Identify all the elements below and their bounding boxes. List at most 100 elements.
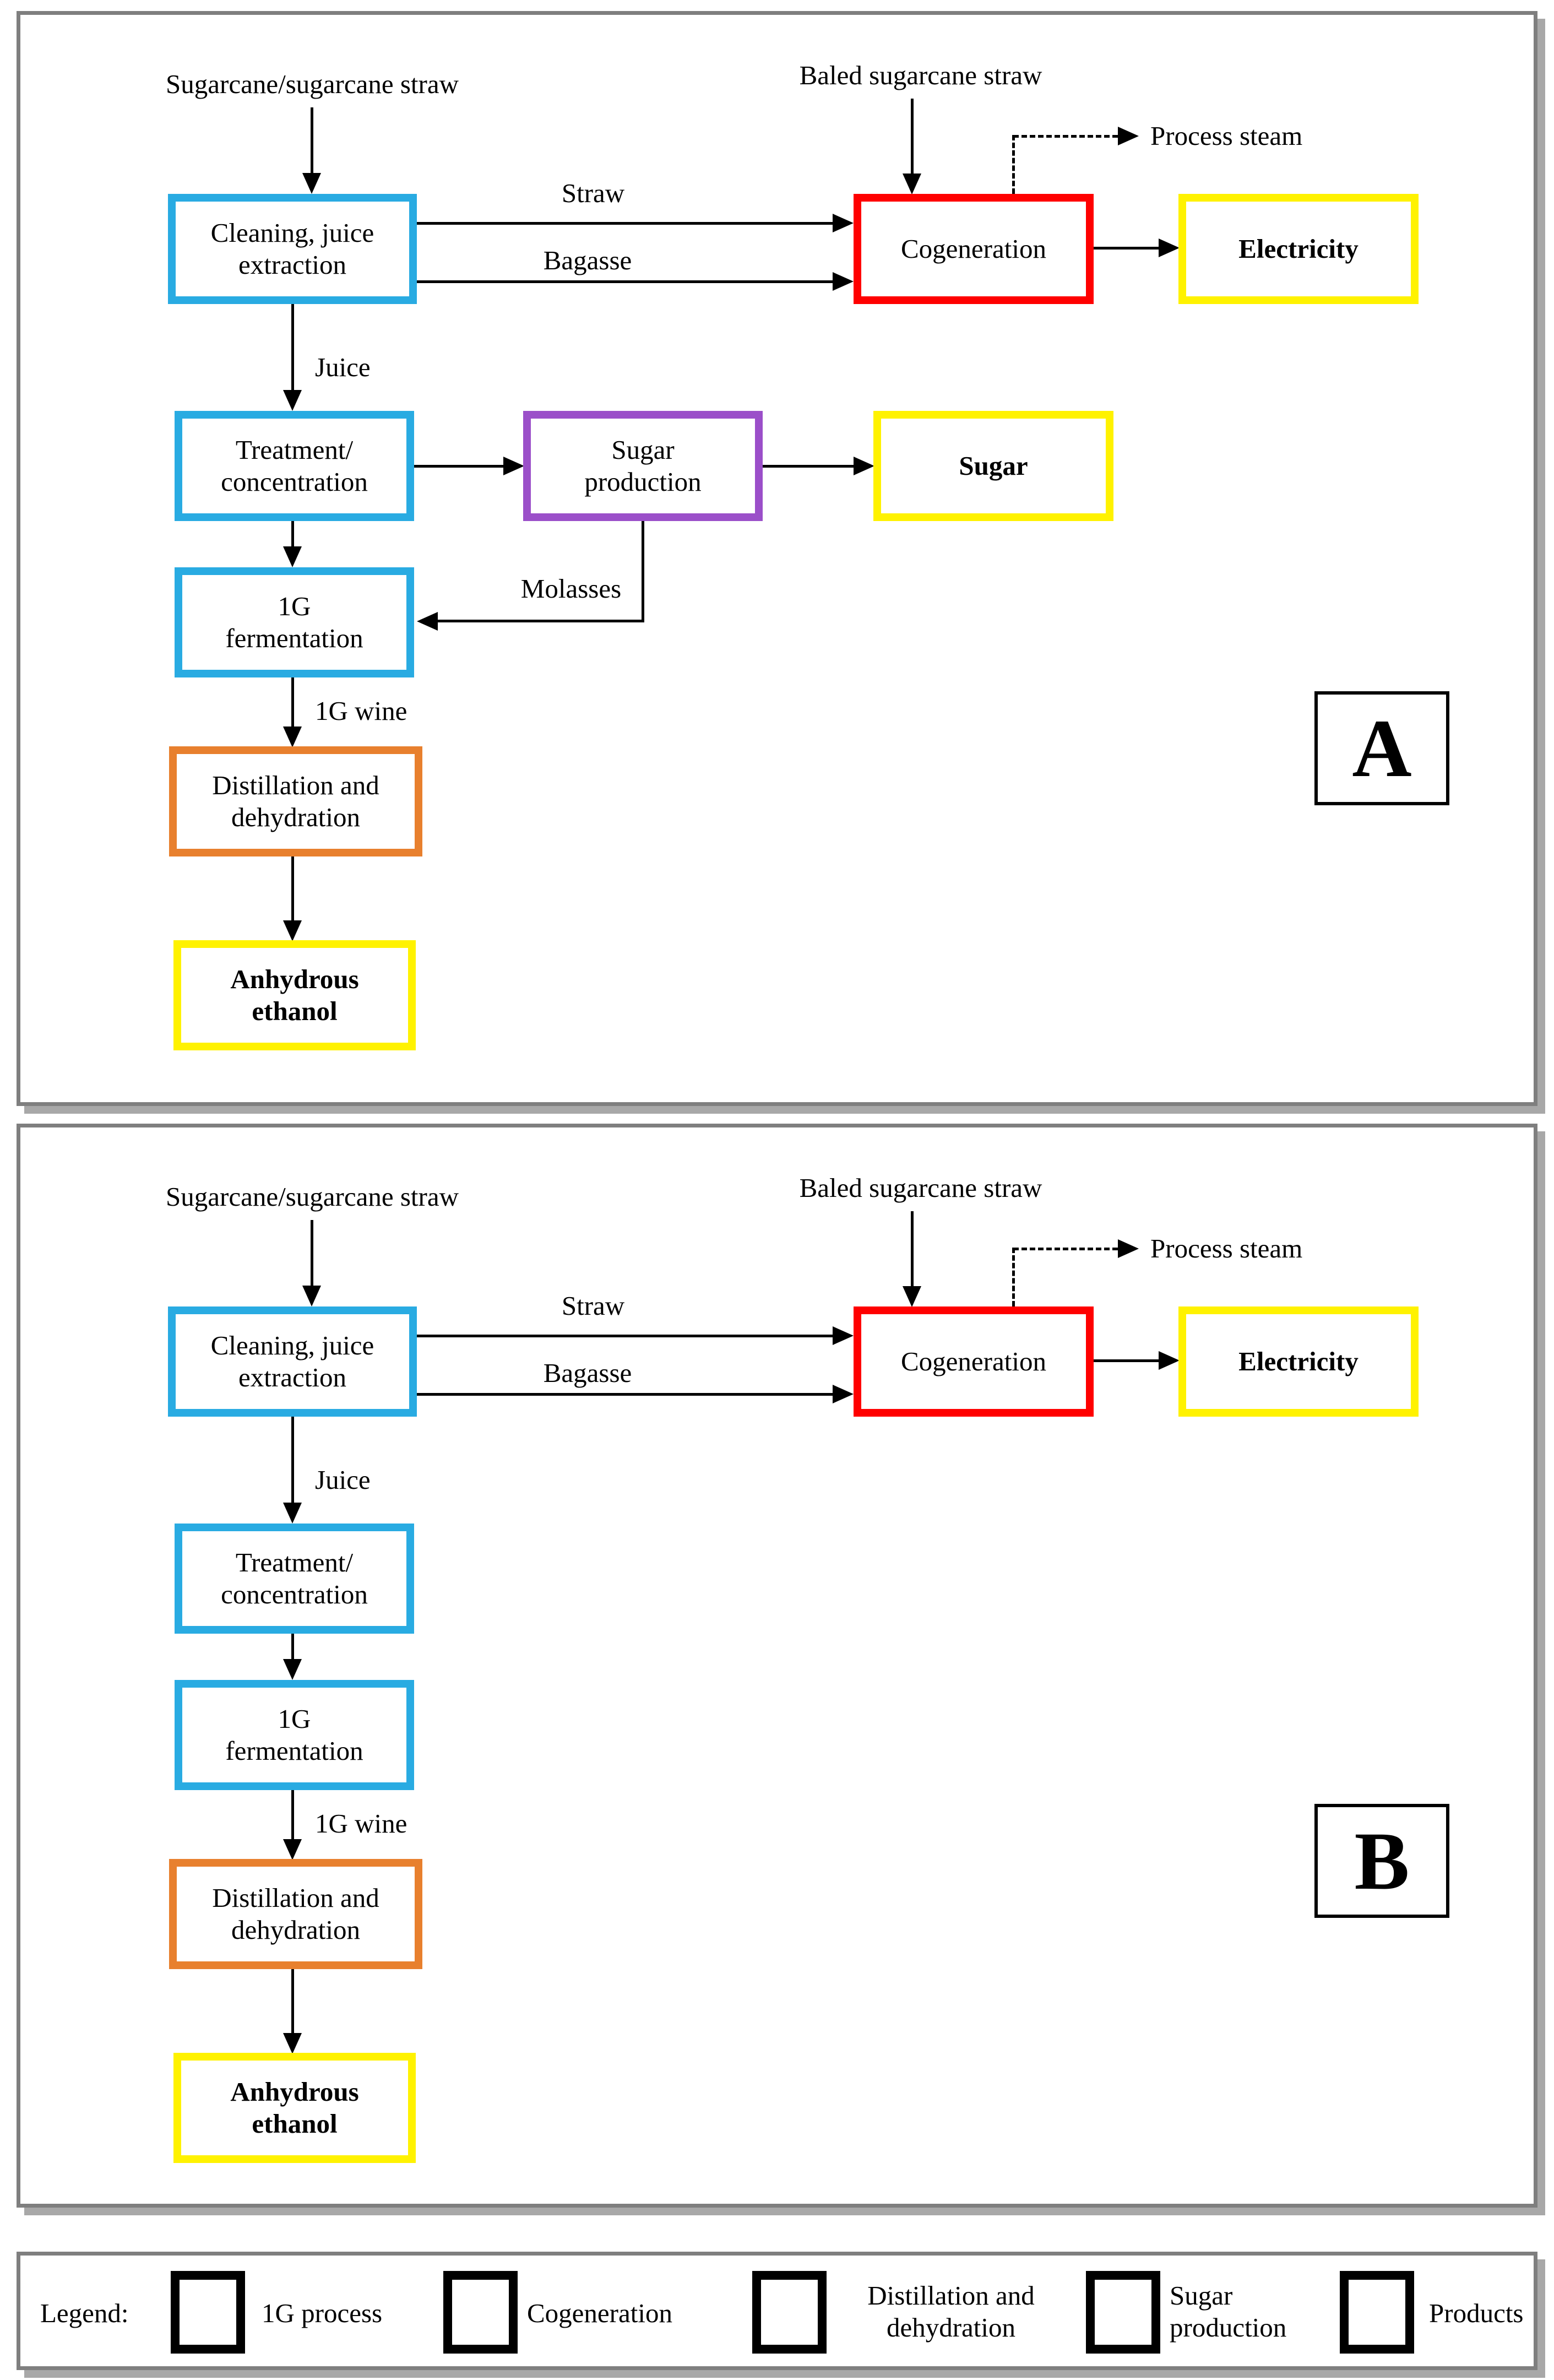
cleaning-line2: extraction [238, 250, 346, 280]
juice-arrowhead-icon [283, 390, 302, 411]
baled-arrowhead-icon [903, 174, 921, 194]
process-steam-dashed-vline [1012, 1248, 1015, 1306]
baled-arrowhead-icon [903, 1286, 921, 1307]
straw-flow-label: Straw [561, 1291, 625, 1321]
cane-arrowhead-icon [302, 1286, 321, 1306]
legend-swatch-distillation [752, 2271, 827, 2354]
wine-arrow-line [291, 1790, 294, 1839]
wine-arrow-line [291, 677, 294, 727]
treatment-line1: Treatment/ [235, 1547, 354, 1577]
cane-input-label: Sugarcane/sugarcane straw [166, 69, 459, 99]
straw-arrow-line [417, 222, 833, 225]
distillation-line2: dehydration [231, 1915, 361, 1945]
ethanol-arrow-line [291, 856, 294, 920]
distillation-line1: Distillation and [212, 1883, 379, 1913]
electricity-arrow-line [1094, 1359, 1159, 1362]
cleaning-line1: Cleaning, juice [210, 1330, 374, 1360]
legend-distillation-line1: Distillation and [867, 2280, 1035, 2311]
electricity-arrow-line [1094, 247, 1159, 250]
legend-label-products: Products [1429, 2298, 1524, 2328]
legend-panel: Legend: 1G process Cogeneration Distilla… [17, 2252, 1537, 2370]
legend-distillation-line2: dehydration [886, 2312, 1016, 2343]
treatment-line2: concentration [221, 1579, 368, 1609]
legend-swatch-cogeneration [443, 2271, 518, 2354]
distillation-dehydration-box: Distillation and dehydration [169, 746, 422, 856]
cogeneration-line1: Cogeneration [901, 234, 1046, 264]
baled-input-label: Baled sugarcane straw [799, 1173, 1042, 1203]
ethanol-line1: Anhydrous [230, 964, 359, 994]
treatment-line2: concentration [221, 467, 368, 497]
distillation-line1: Distillation and [212, 770, 379, 800]
process-steam-arrowhead-icon [1118, 127, 1139, 145]
sugar-box: Sugar [873, 411, 1113, 521]
sugar-production-line2: production [584, 467, 702, 497]
to-sugar-production-arrowhead-icon [503, 457, 524, 475]
fermentation-line1: 1G [278, 591, 311, 621]
ethanol-arrow-line [291, 1969, 294, 2033]
legend-label-cogeneration: Cogeneration [527, 2298, 672, 2328]
electricity-line1: Electricity [1238, 1346, 1359, 1376]
to-sugar-arrowhead-icon [854, 457, 874, 475]
baled-input-label: Baled sugarcane straw [799, 60, 1042, 90]
straw-arrowhead-icon [833, 1326, 854, 1345]
anhydrous-ethanol-box: Anhydrous ethanol [173, 940, 416, 1050]
baled-arrow-line [911, 99, 914, 174]
treatment-to-fermentation-arrowhead-icon [283, 546, 302, 567]
juice-flow-label: Juice [315, 1465, 371, 1495]
straw-arrow-line [417, 1335, 833, 1337]
fermentation-line2: fermentation [225, 1736, 363, 1766]
legend-sugar-line1: Sugar [1170, 2280, 1233, 2311]
fermentation-line2: fermentation [225, 623, 363, 653]
molasses-vline [642, 521, 644, 622]
legend-label-distillation: Distillation and dehydration [830, 2280, 1072, 2344]
cleaning-line2: extraction [238, 1362, 346, 1392]
process-steam-label: Process steam [1150, 1233, 1303, 1264]
treatment-to-fermentation-line [291, 521, 294, 546]
legend-label-sugar-production: Sugar production [1170, 2280, 1286, 2344]
molasses-hline [438, 620, 643, 622]
wine-arrowhead-icon [283, 727, 302, 747]
bagasse-arrowhead-icon [833, 1385, 854, 1403]
baled-arrow-line [911, 1211, 914, 1286]
bagasse-arrow-line [417, 1393, 833, 1396]
straw-arrowhead-icon [833, 214, 854, 232]
cogeneration-line1: Cogeneration [901, 1346, 1046, 1376]
juice-arrowhead-icon [283, 1503, 302, 1524]
bagasse-arrowhead-icon [833, 272, 854, 291]
electricity-line1: Electricity [1238, 234, 1359, 264]
cane-arrowhead-icon [302, 173, 321, 194]
panel-b: Sugarcane/sugarcane straw Cleaning, juic… [17, 1124, 1537, 2208]
distillation-line2: dehydration [231, 802, 361, 832]
molasses-arrowhead-icon [417, 612, 438, 631]
to-sugar-production-arrow-line [414, 465, 503, 468]
cane-arrow-line [311, 107, 313, 173]
molasses-flow-label: Molasses [520, 573, 622, 604]
ethanol-line2: ethanol [252, 2108, 338, 2139]
ethanol-line1: Anhydrous [230, 2077, 359, 2107]
legend-title: Legend: [40, 2298, 129, 2328]
cogeneration-box: Cogeneration [854, 1306, 1094, 1417]
bagasse-flow-label: Bagasse [543, 245, 632, 275]
bagasse-flow-label: Bagasse [543, 1358, 632, 1388]
ethanol-arrowhead-icon [283, 2033, 302, 2054]
process-steam-dashed-hline [1013, 135, 1118, 138]
treatment-concentration-box: Treatment/ concentration [175, 411, 414, 521]
legend-label-1g-process: 1G process [262, 2298, 383, 2328]
cleaning-extraction-box: Cleaning, juice extraction [168, 1306, 417, 1417]
legend-swatch-sugar-production [1086, 2271, 1160, 2354]
cleaning-extraction-box: Cleaning, juice extraction [168, 194, 417, 304]
cane-arrow-line [311, 1220, 313, 1286]
sugar-production-line1: Sugar [611, 435, 675, 465]
panel-a-letter: A [1314, 691, 1449, 805]
process-steam-arrowhead-icon [1118, 1239, 1139, 1258]
wine-1g-flow-label: 1G wine [315, 1808, 407, 1839]
treatment-concentration-box: Treatment/ concentration [175, 1524, 414, 1634]
treatment-to-fermentation-arrowhead-icon [283, 1659, 302, 1680]
cogeneration-box: Cogeneration [854, 194, 1094, 304]
fermentation-line1: 1G [278, 1704, 311, 1734]
process-steam-dashed-hline [1013, 1248, 1118, 1250]
juice-flow-label: Juice [315, 352, 371, 382]
process-steam-label: Process steam [1150, 121, 1303, 151]
cane-input-label: Sugarcane/sugarcane straw [166, 1181, 459, 1212]
to-sugar-arrow-line [763, 465, 854, 468]
